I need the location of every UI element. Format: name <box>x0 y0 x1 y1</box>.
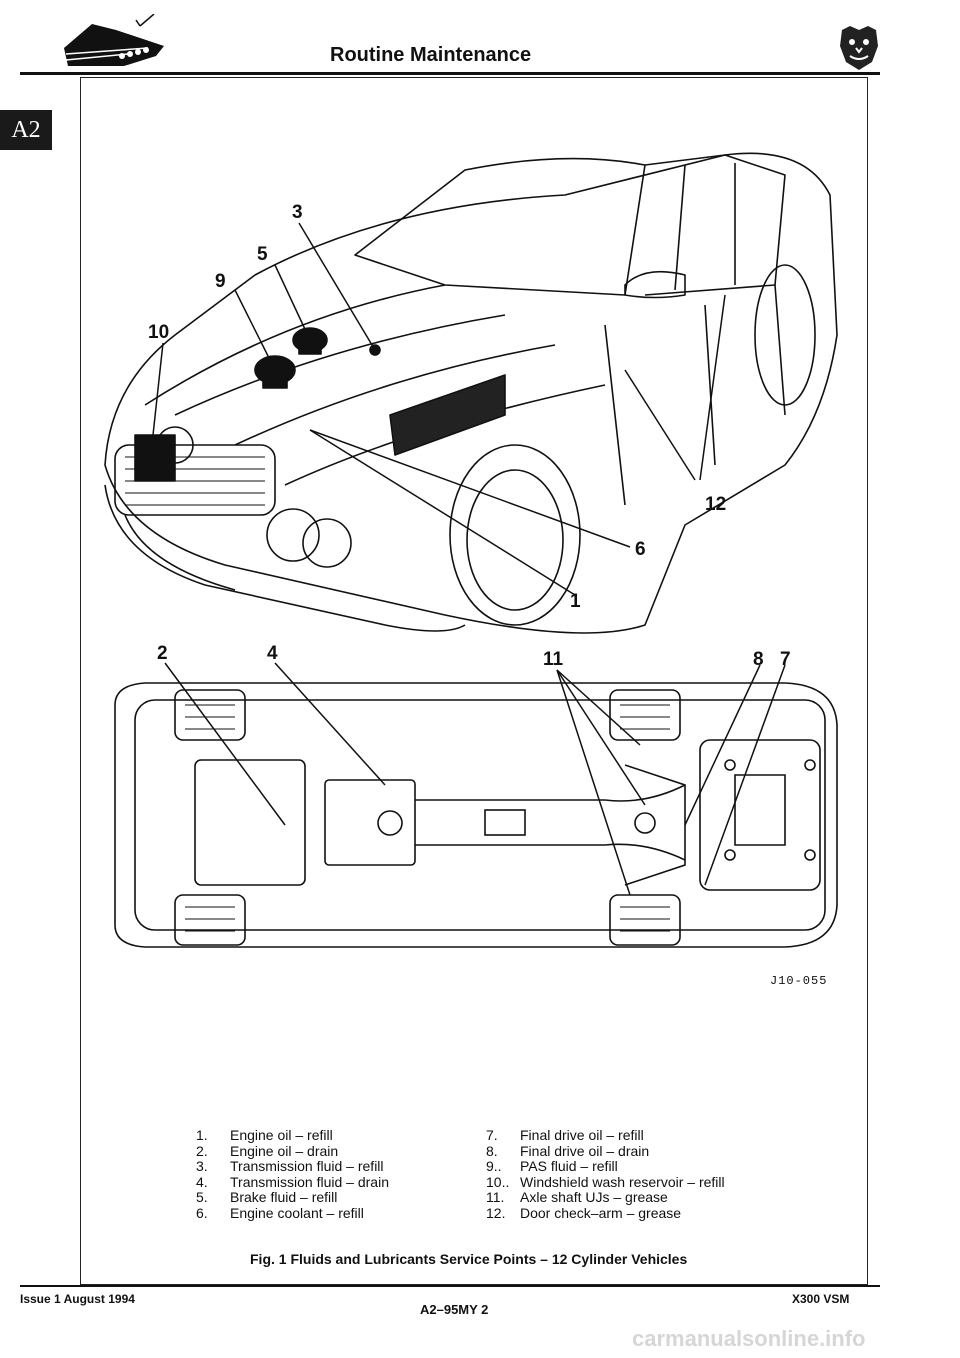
figure-caption: Fig. 1 Fluids and Lubricants Service Poi… <box>250 1251 688 1267</box>
legend-item: 11. Axle shaft UJs – grease <box>486 1189 725 1206</box>
legend-item: 2. Engine oil – drain <box>196 1142 389 1160</box>
legend-number: 3. <box>196 1158 208 1174</box>
legend-text: Final drive oil – refill <box>520 1127 644 1143</box>
legend-item: 10.. Windshield wash reservoir – refill <box>486 1173 725 1191</box>
legend-right-column: 7. Final drive oil – refill 8. Final drive… <box>486 1127 725 1222</box>
watermark: carmanualsonline.info <box>632 1326 866 1351</box>
legend-item: 9.. PAS fluid – refill <box>486 1158 725 1175</box>
car-top-view <box>104 152 838 634</box>
callout-9: 9 <box>215 271 226 292</box>
legend-text: Windshield wash reservoir – refill <box>520 1173 725 1190</box>
figure-code: J10-055 <box>770 974 828 988</box>
footer-manual-code: X300 VSM <box>792 1292 850 1306</box>
legend-item: 5. Brake fluid – refill <box>196 1189 389 1206</box>
legend-text: Engine coolant – refill <box>230 1204 364 1221</box>
figure-frame <box>80 77 868 1285</box>
service-points-figure: 3 5 9 10 12 6 1 2 4 11 8 7 <box>85 85 865 970</box>
legend-number: 4. <box>196 1173 208 1190</box>
legend-item: 1. Engine oil – refill <box>196 1127 389 1144</box>
legend-number: 12. <box>486 1204 506 1221</box>
callout-10: 10 <box>148 322 169 343</box>
legend-item: 3. Transmission fluid – refill <box>196 1158 389 1175</box>
legend-number: 5. <box>196 1189 208 1205</box>
header-rule <box>20 72 880 75</box>
legend-number: 11. <box>486 1189 505 1205</box>
legend-number: 10.. <box>486 1173 510 1190</box>
callout-4: 4 <box>267 643 278 664</box>
callout-12: 12 <box>705 494 726 515</box>
footer-page-number: A2–95MY 2 <box>420 1302 489 1317</box>
callout-7: 7 <box>780 649 791 670</box>
legend-text: Engine oil – refill <box>230 1127 333 1143</box>
legend-item: 8. Final drive oil – drain <box>486 1142 725 1160</box>
legend-number: 7. <box>486 1127 498 1143</box>
car-underside-view <box>114 682 838 948</box>
legend-number: 1. <box>196 1127 208 1143</box>
legend-text: Engine oil – drain <box>230 1142 339 1159</box>
legend-number: 6. <box>196 1204 208 1221</box>
callout-leaders <box>152 222 786 896</box>
callout-1: 1 <box>570 591 581 612</box>
callout-6: 6 <box>635 539 646 560</box>
callout-5: 5 <box>257 244 268 265</box>
legend-text: Door check–arm – grease <box>520 1204 682 1221</box>
callout-2: 2 <box>157 643 168 664</box>
callout-3: 3 <box>292 202 303 223</box>
jaguar-head-icon <box>838 24 880 77</box>
legend-text: Axle shaft UJs – grease <box>520 1189 668 1205</box>
legend-number: 9.. <box>486 1158 502 1174</box>
legend-number: 8. <box>486 1142 498 1159</box>
legend-left-column: 1. Engine oil – refill 2. Engine oil – dra… <box>196 1127 389 1222</box>
footer-rule <box>20 1285 880 1287</box>
car-emblem-icon <box>58 13 178 77</box>
section-tab: A2 <box>0 110 52 150</box>
callout-8: 8 <box>753 649 764 670</box>
figure-drawing: 3 5 9 10 12 6 1 2 4 11 8 7 <box>104 152 838 948</box>
legend-text: Transmission fluid – refill <box>230 1158 384 1174</box>
legend-item: 4. Transmission fluid – drain <box>196 1173 389 1191</box>
footer-issue: Issue 1 August 1994 <box>20 1292 135 1306</box>
callout-11: 11 <box>543 649 564 670</box>
legend-item: 6. Engine coolant – refill <box>196 1204 389 1222</box>
legend-text: Transmission fluid – drain <box>230 1173 389 1190</box>
legend-number: 2. <box>196 1142 208 1159</box>
legend-text: Brake fluid – refill <box>230 1189 338 1205</box>
legend-text: Final drive oil – drain <box>520 1142 650 1159</box>
legend-text: PAS fluid – refill <box>520 1158 618 1174</box>
page-title: Routine Maintenance <box>330 44 532 66</box>
legend-item: 7. Final drive oil – refill <box>486 1127 725 1144</box>
legend-item: 12. Door check–arm – grease <box>486 1204 725 1222</box>
